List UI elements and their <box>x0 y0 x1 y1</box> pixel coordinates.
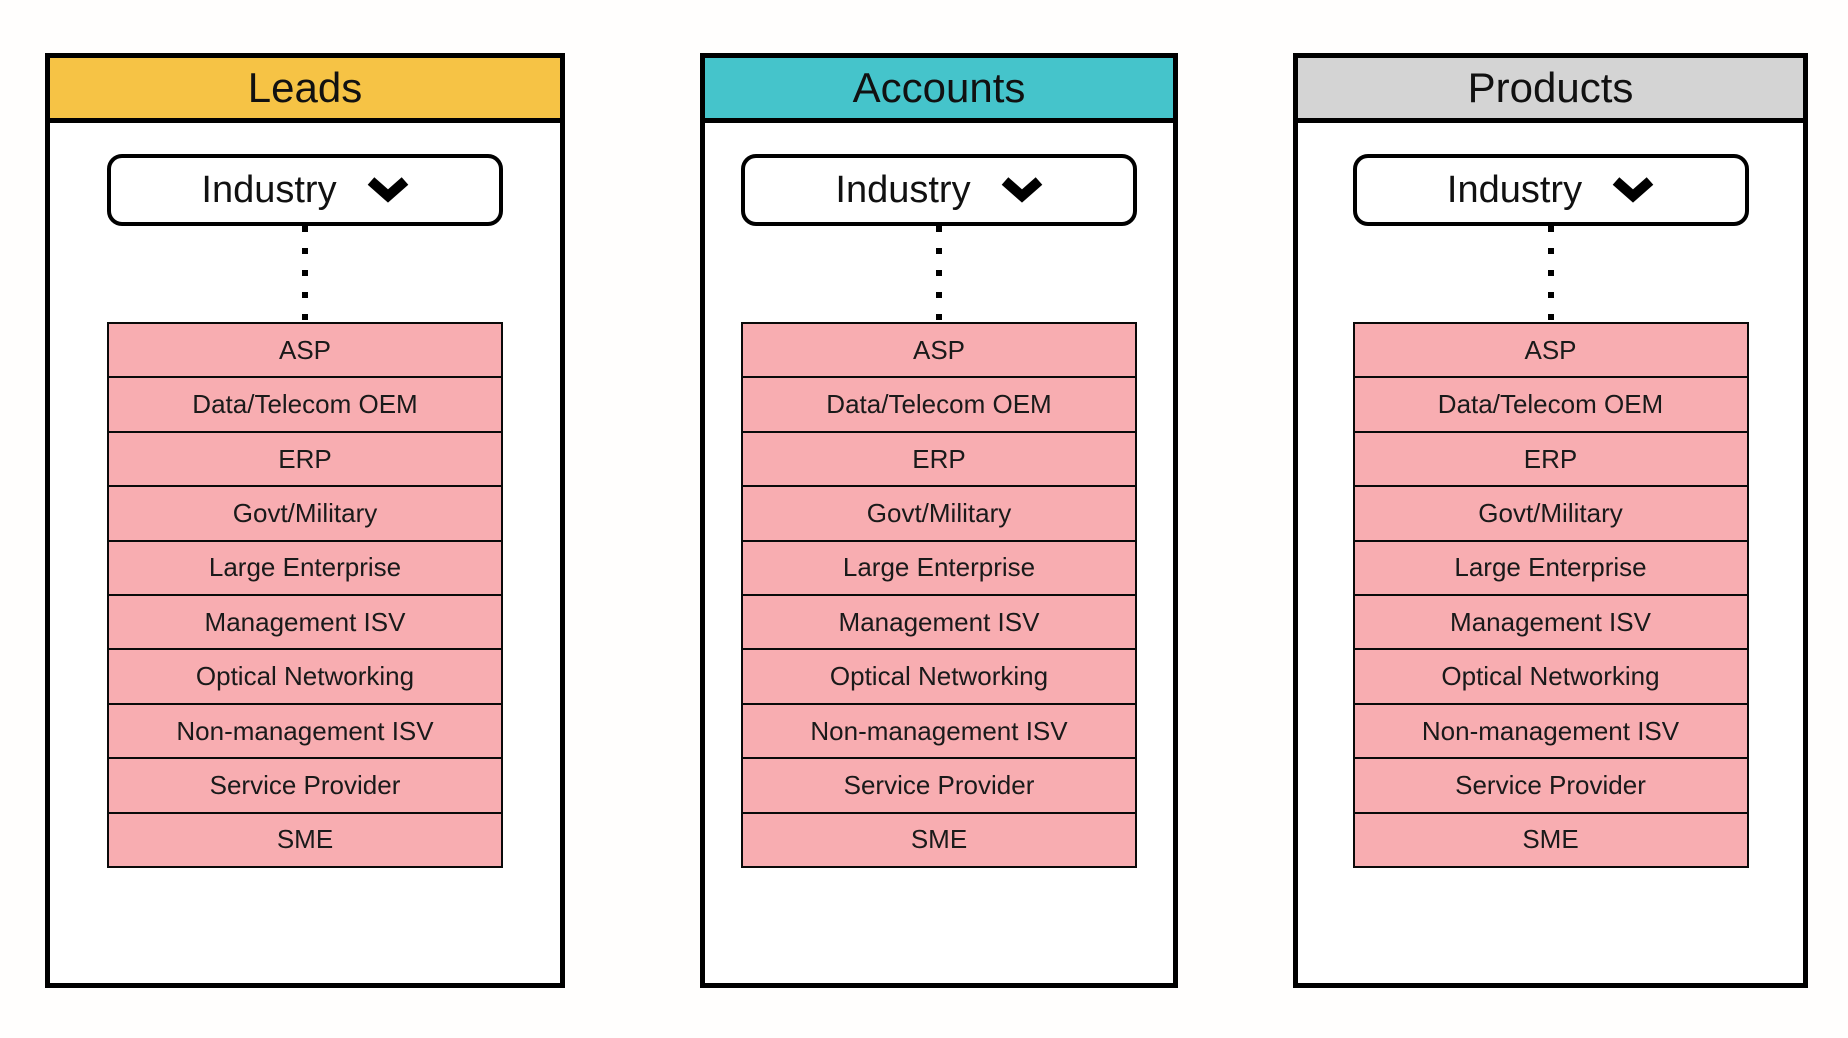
chevron-down-icon <box>1612 177 1654 203</box>
industry-option-list-products: ASP Data/Telecom OEM ERP Govt/Military L… <box>1352 322 1749 868</box>
list-item[interactable]: ERP <box>109 430 501 485</box>
panel-accounts: Accounts Industry ASP Data/Telecom OEM E… <box>700 53 1178 988</box>
list-item[interactable]: Large Enterprise <box>1354 539 1747 594</box>
list-item[interactable]: Data/Telecom OEM <box>109 376 501 430</box>
panel-leads-header: Leads <box>50 58 560 123</box>
list-item[interactable]: Optical Networking <box>109 648 501 702</box>
list-item[interactable]: Govt/Military <box>743 485 1135 539</box>
list-item[interactable]: Non-management ISV <box>1354 702 1747 757</box>
list-item[interactable]: Service Provider <box>109 757 501 811</box>
list-item[interactable]: Large Enterprise <box>109 539 501 594</box>
list-item[interactable]: Govt/Military <box>1354 485 1747 539</box>
industry-dropdown-accounts[interactable]: Industry <box>741 154 1137 226</box>
industry-option-list-accounts: ASP Data/Telecom OEM ERP Govt/Military L… <box>741 322 1137 868</box>
panel-accounts-header: Accounts <box>705 58 1173 123</box>
list-item[interactable]: Non-management ISV <box>743 702 1135 757</box>
panel-accounts-title: Accounts <box>852 64 1026 111</box>
list-item[interactable]: Non-management ISV <box>109 702 501 757</box>
list-item[interactable]: ASP <box>912 334 966 365</box>
list-item[interactable]: ERP <box>1354 430 1747 485</box>
industry-dropdown-label: Industry <box>1446 168 1583 211</box>
list-item[interactable]: ASP <box>1524 334 1577 365</box>
list-item[interactable]: ASP <box>278 334 332 365</box>
dotted-connector-line <box>1547 226 1554 322</box>
list-item[interactable]: Optical Networking <box>1354 648 1747 702</box>
dotted-connector-line <box>936 226 942 322</box>
list-item[interactable]: Management ISV <box>109 594 501 648</box>
panel-products-header: Products <box>1298 58 1803 123</box>
list-item[interactable]: Service Provider <box>1354 757 1747 811</box>
panel-products-title: Products <box>1467 64 1634 111</box>
list-item[interactable]: Service Provider <box>743 757 1135 811</box>
list-item[interactable]: Management ISV <box>1354 594 1747 648</box>
chevron-down-icon <box>367 177 408 203</box>
industry-dropdown-products[interactable]: Industry <box>1352 154 1749 226</box>
industry-dropdown-label: Industry <box>835 168 971 211</box>
list-item[interactable]: SME <box>743 811 1135 866</box>
list-item[interactable]: Optical Networking <box>743 648 1135 702</box>
list-item[interactable]: Data/Telecom OEM <box>1354 376 1747 430</box>
industry-option-list-leads: ASP Data/Telecom OEM ERP Govt/Military L… <box>107 322 503 868</box>
list-item[interactable]: Data/Telecom OEM <box>743 376 1135 430</box>
list-item[interactable]: ERP <box>743 430 1135 485</box>
dotted-connector-line <box>302 226 308 322</box>
list-item[interactable]: Govt/Military <box>109 485 501 539</box>
panel-leads: Leads Industry ASP Data/Telecom OEM ERP … <box>45 53 565 988</box>
list-item[interactable]: SME <box>1354 811 1747 866</box>
panel-products: Products Industry ASP Data/Telecom OEM E… <box>1293 53 1808 988</box>
list-item[interactable]: Management ISV <box>743 594 1135 648</box>
industry-dropdown-leads[interactable]: Industry <box>107 154 503 226</box>
chevron-down-icon <box>1001 177 1042 203</box>
list-item[interactable]: Large Enterprise <box>743 539 1135 594</box>
industry-dropdown-label: Industry <box>201 168 337 211</box>
panel-leads-title: Leads <box>247 64 363 111</box>
list-item[interactable]: SME <box>109 811 501 866</box>
